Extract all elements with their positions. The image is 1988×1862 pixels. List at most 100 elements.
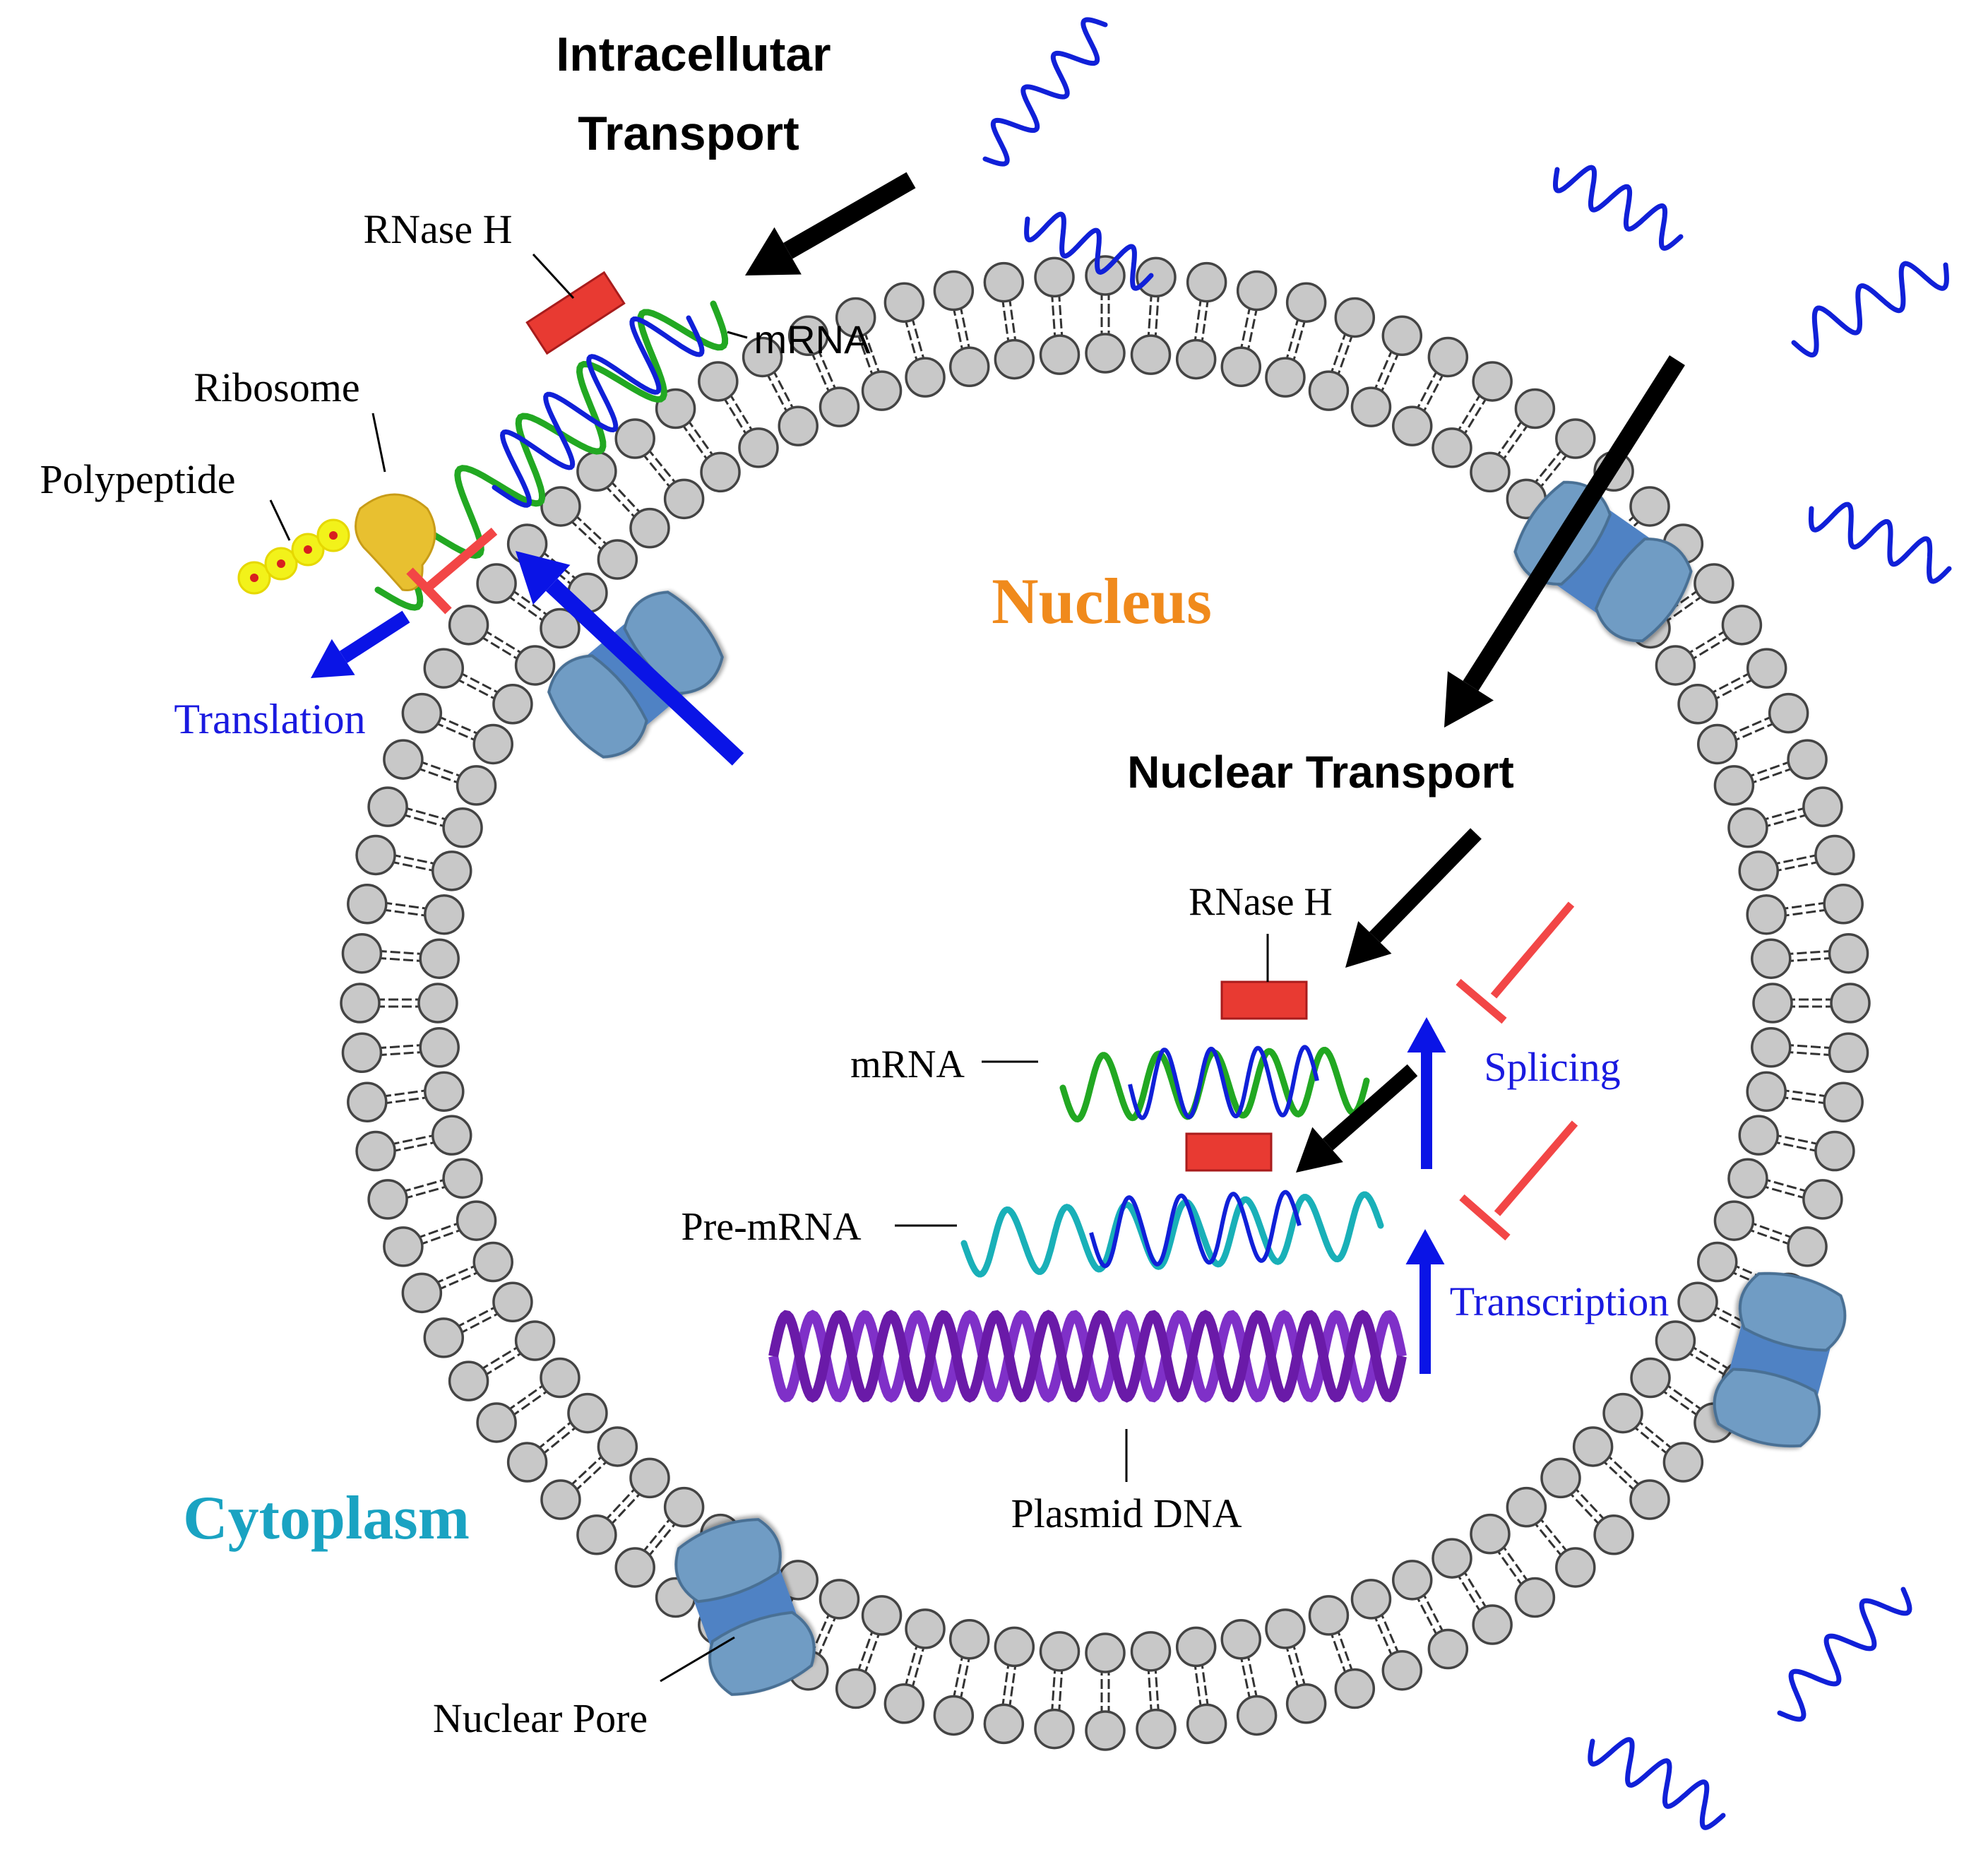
splicing-inhibitor-shaft (1490, 901, 1575, 999)
lipid-head-inner (1308, 370, 1350, 411)
lipid-tail (1636, 1418, 1675, 1452)
lipid-tail (389, 1134, 437, 1146)
lipid-tail (686, 417, 716, 459)
lipid-head-outer (1828, 932, 1869, 974)
lipid-head-outer (1136, 256, 1177, 298)
lipid-tail (863, 330, 881, 376)
lipid-tail (436, 715, 482, 736)
lipid-head-outer (1186, 261, 1227, 303)
lipid-tail (816, 1613, 838, 1659)
lipid-head-outer (933, 1695, 975, 1736)
splicing-inhibitor-bar (1456, 978, 1507, 1024)
lipid-tail (540, 550, 579, 582)
lipid-head-outer (1787, 739, 1828, 780)
lipid-tail (727, 391, 755, 434)
lipid-head-inner (1392, 405, 1433, 446)
lipid-head-outer (423, 1317, 465, 1358)
lipid-head-outer (1823, 1081, 1864, 1123)
lipid-tail (1763, 813, 1810, 829)
mrna-nuclear-label: mRNA (850, 1043, 965, 1086)
lipid-tail (479, 1344, 521, 1372)
lipid-head-inner (1506, 1486, 1547, 1528)
lipid-head-outer (1236, 270, 1278, 312)
lipid-tail (403, 1185, 450, 1200)
antisense-oligo (982, 17, 1108, 167)
lipid-head-outer (1236, 1695, 1278, 1736)
lipid-head-inner (905, 357, 946, 398)
lipid-tail (1537, 1515, 1570, 1555)
lipid-head-inner (456, 1200, 497, 1241)
lipid-tail (454, 1305, 499, 1329)
antisense-oligo (1808, 502, 1952, 584)
lipid-head-inner (1039, 334, 1081, 375)
lipid-tail (417, 1228, 464, 1247)
antisense-strand-blue (492, 315, 705, 508)
lipid-head-inner (1350, 1579, 1392, 1620)
rnase-h-enzyme (525, 271, 626, 355)
lipid-tail (1532, 447, 1564, 486)
lipid-head-inner (442, 1158, 483, 1199)
lipid-tail (680, 422, 710, 463)
lipid-head-outer (1034, 256, 1075, 298)
pre-mrna-label: Pre-mRNA (681, 1205, 862, 1249)
lipid-tail (1781, 908, 1830, 918)
lipid-head-inner (1085, 1632, 1126, 1673)
pore-half-right (1713, 1368, 1821, 1448)
lipid-head-outer (1629, 486, 1670, 527)
lipid-tail (603, 1486, 638, 1523)
lipid-tail (1572, 1486, 1607, 1523)
lipid-tail (376, 949, 425, 956)
lipid-tail (1763, 1178, 1810, 1193)
lipid-tail (506, 593, 547, 624)
lipid-tail (568, 518, 605, 553)
lipid-tail (1239, 1654, 1251, 1702)
lipid-head-inner (1572, 1426, 1614, 1467)
lipid-head-outer (1746, 648, 1787, 689)
lipid-tail (1201, 297, 1210, 345)
lipid-head-inner (819, 1579, 860, 1620)
lipid-head-inner (1602, 1392, 1643, 1434)
lipid-tail (1415, 1594, 1439, 1638)
cytoplasm-title: Cytoplasm (183, 1484, 470, 1553)
lipid-head-outer (340, 983, 381, 1024)
lipid-head-outer (742, 336, 783, 378)
lipid-tail (959, 304, 971, 352)
lipid-head-inner (1432, 1538, 1472, 1579)
lipid-head-inner (417, 983, 458, 1024)
lipid-tail (1154, 292, 1160, 340)
lipid-head-inner (629, 1457, 670, 1499)
lipid-head-inner (1130, 334, 1172, 375)
lipid-tail (1372, 1613, 1394, 1659)
lipid-tail (1194, 1661, 1203, 1710)
lipid-tail (1421, 1591, 1446, 1635)
lipid-tail (1456, 1572, 1483, 1615)
lipid-tail (1772, 1140, 1820, 1153)
lipid-tail (952, 305, 965, 354)
lipid-tail (1600, 513, 1638, 548)
lipid-tail (415, 766, 462, 785)
lipid-tail (646, 447, 679, 486)
lipid-tail (482, 629, 525, 656)
lipid-tail (1050, 1666, 1057, 1714)
lipid-head-inner (492, 683, 533, 725)
nuclear-transport-title: Nuclear Transport (1127, 747, 1514, 797)
rnase-h-pre-mrna-arrow-head (1296, 1127, 1343, 1173)
lipid-tail (910, 1644, 926, 1691)
lipid-head-inner (1697, 1241, 1738, 1283)
nuclear-pores (547, 480, 1847, 1696)
lipid-tail (910, 315, 926, 362)
nuclear-pore (1713, 1271, 1847, 1448)
lipid-head-outer (1629, 1479, 1670, 1520)
lipid-tail (1050, 292, 1057, 340)
cytoplasmic-translation-complex (237, 271, 729, 615)
lipid-tail (1781, 1089, 1830, 1098)
splicing-arrow-head (1407, 1017, 1446, 1052)
transcription-label: Transcription (1450, 1279, 1669, 1324)
lipid-tail (1494, 417, 1525, 459)
lipid-tail (1008, 296, 1017, 345)
translation-arrow-head (311, 639, 355, 678)
transcription-inhibitor-bar (1459, 1194, 1511, 1241)
lipid-head-outer (933, 270, 975, 312)
lipid-tail (382, 1096, 430, 1105)
